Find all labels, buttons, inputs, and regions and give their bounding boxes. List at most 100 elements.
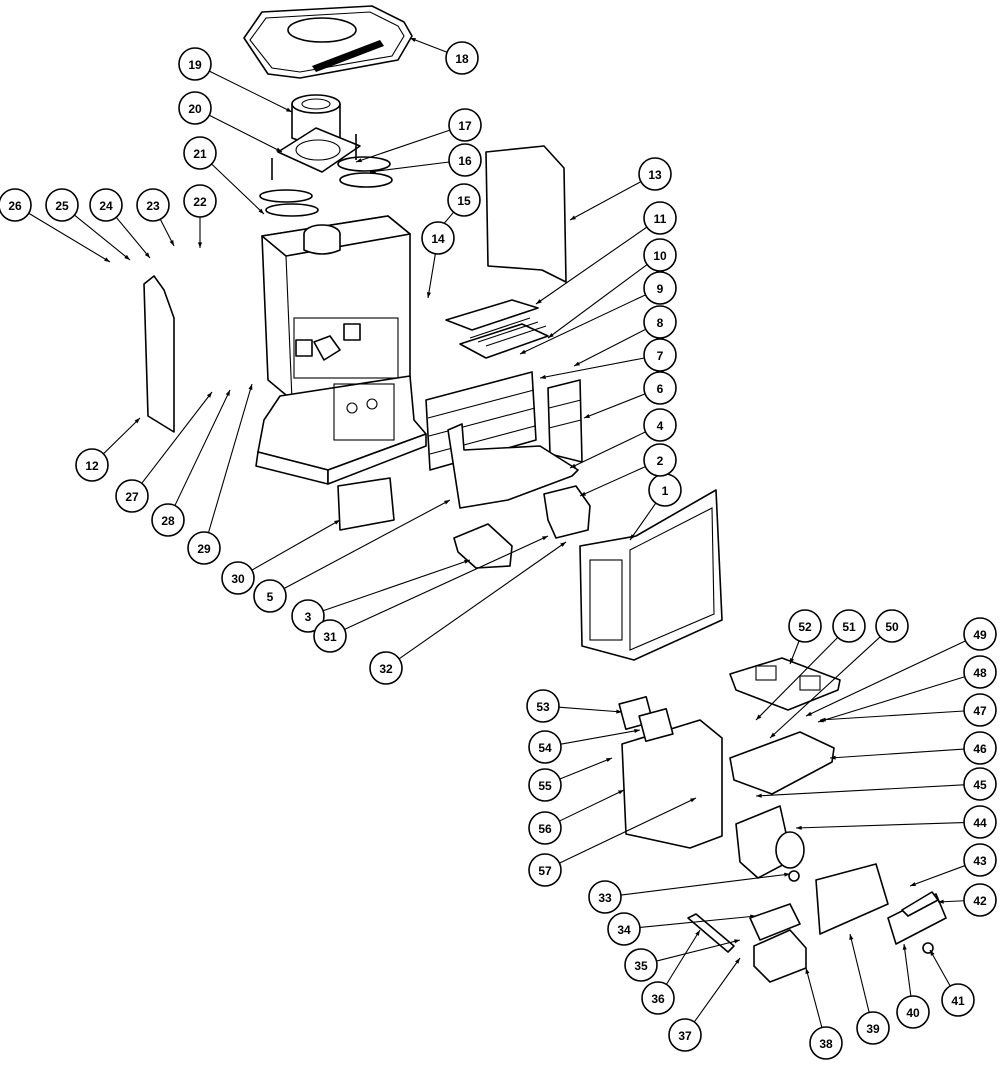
callout-12: 12 (75, 448, 109, 482)
leader-line-50 (769, 636, 881, 739)
callout-number-51: 51 (842, 620, 856, 634)
callout-45: 45 (963, 767, 997, 801)
leader-line-34 (639, 915, 757, 928)
callout-26: 26 (0, 188, 32, 222)
callout-circle-35 (624, 948, 658, 982)
leader-arrow-22 (197, 242, 203, 248)
callout-circle-20 (178, 91, 212, 125)
callout-44: 44 (963, 805, 997, 839)
part-control-board (749, 903, 801, 941)
callout-circle-4 (643, 408, 677, 442)
leader-line-14 (427, 253, 436, 299)
callout-number-6: 6 (657, 382, 664, 396)
callout-circle-57 (528, 853, 562, 887)
callout-number-46: 46 (973, 742, 987, 756)
callout-circle-32 (369, 651, 403, 685)
callout-46: 46 (963, 731, 997, 765)
leader-line-7 (539, 357, 645, 379)
callout-54: 54 (528, 730, 562, 764)
leader-line-54 (560, 729, 641, 745)
part-ash-plate (337, 477, 395, 531)
leader-line-57 (559, 797, 697, 864)
leader-arrow-19 (286, 107, 292, 112)
callout-circle-56 (528, 811, 562, 845)
leader-line-1 (629, 502, 657, 541)
callout-38: 38 (809, 1026, 843, 1060)
callout-16: 16 (448, 143, 482, 177)
callout-circle-25 (45, 188, 79, 222)
callout-circle-29 (187, 531, 221, 565)
callout-number-28: 28 (161, 514, 175, 528)
callout-48: 48 (963, 655, 997, 689)
callout-24: 24 (89, 188, 123, 222)
callout-number-27: 27 (125, 490, 139, 504)
callout-1: 1 (648, 473, 682, 507)
callout-circle-46 (963, 731, 997, 765)
part-door (579, 489, 723, 661)
callout-7: 7 (643, 338, 677, 372)
leader-line-43 (909, 865, 966, 887)
callout-53: 53 (526, 689, 560, 723)
leader-line-55 (559, 757, 613, 780)
leader-arrow-28 (225, 390, 230, 396)
callout-circle-36 (641, 981, 675, 1015)
leader-arrow-21 (258, 208, 264, 214)
leader-line-3 (322, 559, 471, 612)
callout-circle-43 (963, 843, 997, 877)
part-lower-bracket (453, 523, 513, 569)
callout-number-8: 8 (657, 316, 664, 330)
callout-number-24: 24 (99, 199, 113, 213)
leader-arrow-5 (444, 500, 450, 505)
callout-42: 42 (963, 883, 997, 917)
callout-number-33: 33 (598, 891, 612, 905)
callout-number-52: 52 (798, 620, 812, 634)
callout-circle-55 (528, 768, 562, 802)
callout-circle-33 (588, 880, 622, 914)
callout-circle-10 (643, 238, 677, 272)
callout-number-32: 32 (379, 662, 393, 676)
callout-circle-6 (643, 371, 677, 405)
leader-arrow-3 (464, 559, 470, 564)
callout-circle-15 (447, 183, 481, 217)
leader-arrow-16 (370, 169, 376, 174)
callout-circle-18 (445, 41, 479, 75)
leader-arrow-4 (570, 463, 576, 468)
callout-number-40: 40 (906, 1006, 920, 1020)
callout-23: 23 (136, 188, 170, 222)
callout-41: 41 (941, 983, 975, 1017)
callout-number-39: 39 (866, 1022, 880, 1036)
leader-line-25 (74, 214, 131, 261)
leader-arrow-53 (616, 709, 622, 714)
part-fan-54 (638, 708, 674, 742)
callout-number-35: 35 (634, 959, 648, 973)
leader-line-41 (929, 949, 951, 987)
leader-arrow-54 (634, 728, 640, 734)
callout-14: 14 (421, 221, 455, 255)
leader-arrow-38 (805, 968, 810, 974)
leader-line-37 (693, 957, 741, 1023)
callout-number-17: 17 (458, 119, 472, 133)
leader-arrow-29 (248, 384, 253, 390)
part-33 (788, 870, 800, 882)
leader-line-8 (573, 328, 647, 367)
callout-number-34: 34 (617, 923, 631, 937)
callout-number-4: 4 (657, 419, 664, 433)
leader-line-56 (559, 789, 625, 822)
callout-39: 39 (856, 1011, 890, 1045)
callout-33: 33 (588, 880, 622, 914)
callout-circle-9 (643, 271, 677, 305)
callout-circle-16 (448, 143, 482, 177)
callout-31: 31 (313, 619, 347, 653)
callout-number-7: 7 (657, 349, 664, 363)
leader-line-27 (141, 391, 213, 484)
leader-arrow-26 (104, 257, 110, 262)
callout-number-9: 9 (657, 282, 664, 296)
callout-circle-45 (963, 767, 997, 801)
leader-line-51 (755, 636, 839, 721)
callout-32: 32 (369, 651, 403, 685)
leader-line-18 (409, 37, 448, 53)
leader-line-29 (207, 383, 253, 533)
leader-line-30 (251, 519, 341, 571)
callout-circle-13 (638, 157, 672, 191)
callout-22: 22 (183, 184, 217, 218)
